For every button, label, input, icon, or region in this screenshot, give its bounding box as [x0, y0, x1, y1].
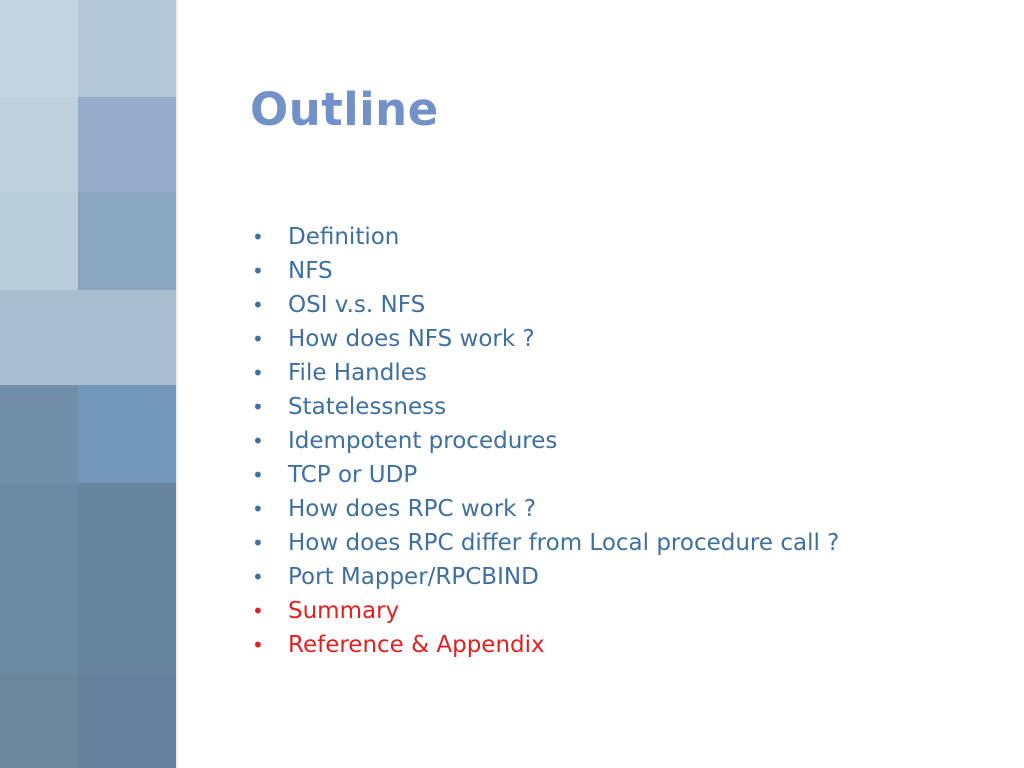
bullet-icon: • — [252, 259, 264, 283]
outline-item: • TCP or UDP — [252, 462, 839, 496]
sidebar-tile — [78, 97, 176, 192]
outline-item: • Definition — [252, 224, 839, 258]
sidebar-tile — [78, 385, 176, 483]
outline-item-text: OSI v.s. NFS — [288, 292, 426, 318]
bullet-icon: • — [252, 565, 264, 589]
bullet-icon: • — [252, 293, 264, 317]
outline-item-text: How does RPC work ? — [288, 496, 537, 522]
outline-item-text: TCP or UDP — [288, 462, 418, 488]
outline-item: • Statelessness — [252, 394, 839, 428]
outline-item: • NFS — [252, 258, 839, 292]
outline-item-text: NFS — [288, 258, 333, 284]
sidebar-tile — [78, 483, 176, 673]
sidebar-tile — [0, 673, 78, 768]
outline-item-text: Reference & Appendix — [288, 632, 545, 658]
outline-item-text: How does NFS work ? — [288, 326, 535, 352]
sidebar-tile — [0, 192, 78, 290]
sidebar-tile — [0, 0, 78, 97]
bullet-icon: • — [252, 225, 264, 249]
bullet-icon: • — [252, 361, 264, 385]
outline-item: • OSI v.s. NFS — [252, 292, 839, 326]
bullet-icon: • — [252, 599, 264, 623]
outline-item-text: Idempotent procedures — [288, 428, 558, 454]
outline-item-text: Summary — [288, 598, 400, 624]
slide-title: Outline — [250, 83, 439, 136]
outline-list: • Definition • NFS • OSI v.s. NFS • How does NF… — [252, 224, 839, 666]
sidebar-tile — [0, 290, 176, 385]
bullet-icon: • — [252, 429, 264, 453]
outline-item: • How does RPC differ from Local procedur… — [252, 530, 839, 564]
outline-item-text: Statelessness — [288, 394, 447, 420]
sidebar-tile — [0, 97, 78, 192]
outline-item: • How does RPC work ? — [252, 496, 839, 530]
sidebar-divider — [176, 0, 178, 768]
outline-item-text: How does RPC differ from Local procedure… — [288, 530, 840, 556]
outline-item-text: File Handles — [288, 360, 427, 386]
sidebar-tile — [78, 673, 176, 768]
bullet-icon: • — [252, 327, 264, 351]
sidebar-tile — [0, 385, 78, 483]
outline-item: • Summary — [252, 598, 839, 632]
outline-item-text: Definition — [288, 224, 400, 250]
decorative-sidebar — [0, 0, 176, 768]
outline-item: • How does NFS work ? — [252, 326, 839, 360]
outline-item: • Idempotent procedures — [252, 428, 839, 462]
bullet-icon: • — [252, 531, 264, 555]
bullet-icon: • — [252, 463, 264, 487]
bullet-icon: • — [252, 497, 264, 521]
outline-item: • File Handles — [252, 360, 839, 394]
bullet-icon: • — [252, 395, 264, 419]
bullet-icon: • — [252, 633, 264, 657]
sidebar-tile — [78, 0, 176, 97]
outline-item: • Reference & Appendix — [252, 632, 839, 666]
outline-item: • Port Mapper/RPCBIND — [252, 564, 839, 598]
sidebar-tile — [78, 192, 176, 290]
sidebar-tile — [0, 483, 78, 673]
outline-item-text: Port Mapper/RPCBIND — [288, 564, 539, 590]
